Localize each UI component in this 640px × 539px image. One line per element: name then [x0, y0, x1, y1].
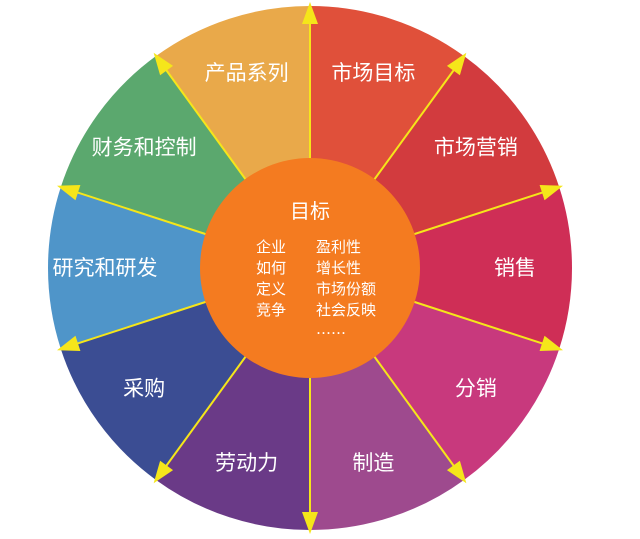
center-right-line-2: 增长性: [316, 259, 361, 277]
center-circle: [200, 158, 420, 378]
divider-line-8: [158, 354, 248, 476]
center-right-line-1: 盈利性: [316, 238, 361, 256]
segment-label-6: 制造: [352, 451, 394, 475]
center-title: 目标: [290, 199, 330, 223]
arrowhead-7: [302, 512, 318, 534]
arrowhead-10: [57, 184, 81, 201]
arrowhead-1: [153, 52, 174, 76]
arrowhead-2: [302, 2, 318, 24]
segment-9: [47, 187, 310, 349]
center-right-line-5: ……: [316, 320, 346, 338]
arrowhead-3: [446, 52, 467, 76]
center-left-line-4: 竞争: [256, 301, 286, 319]
center-right-line-3: 市场份额: [316, 280, 376, 298]
divider-line-1: [158, 60, 248, 182]
arrowhead-4: [539, 184, 563, 201]
segment-label-3: 市场营销: [434, 136, 518, 160]
segment-label-4: 销售: [494, 256, 536, 280]
segment-label-8: 采购: [123, 376, 165, 400]
divider-line-9: [66, 300, 208, 349]
segment-label-7: 劳动力: [215, 451, 278, 475]
center-left-line-3: 定义: [256, 280, 286, 298]
divider-line-10: [66, 187, 208, 236]
center-left-line-2: 如何: [256, 259, 286, 277]
segment-label-10: 财务和控制: [92, 136, 197, 160]
center-left-line-1: 企业: [256, 238, 286, 256]
divider-line-6: [372, 354, 462, 476]
arrowhead-6: [446, 460, 467, 484]
segment-label-9: 研究和研发: [53, 256, 158, 280]
arrowhead-5: [539, 335, 563, 352]
segment-label-2: 市场目标: [331, 61, 415, 85]
divider-line-4: [412, 187, 554, 236]
arrowhead-9: [57, 335, 81, 352]
dividers-layer: [57, 2, 563, 534]
segment-label-1: 产品系列: [205, 61, 289, 85]
segment-4: [310, 187, 573, 349]
segment-label-5: 分销: [455, 376, 497, 400]
divider-line-3: [372, 60, 462, 182]
center-right-line-4: 社会反映: [316, 301, 376, 319]
divider-line-5: [412, 300, 554, 349]
center-hub: 目标 企业 如何 定义 竞争 盈利性 增长性 市场份额 社会反映 ……: [200, 158, 420, 378]
arrowhead-8: [153, 460, 174, 484]
